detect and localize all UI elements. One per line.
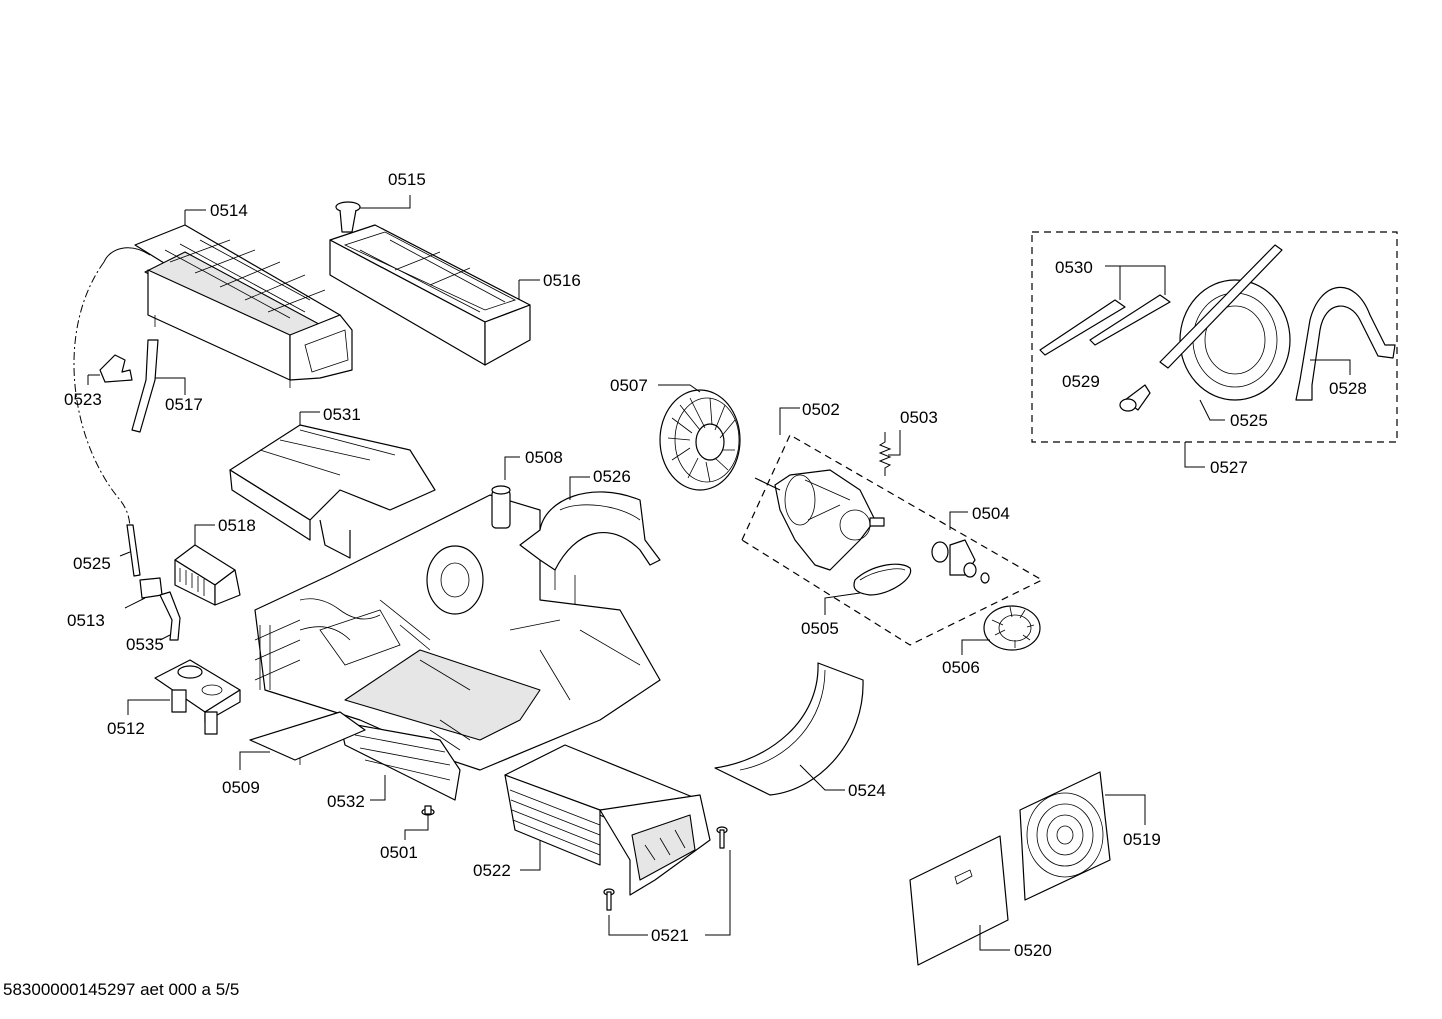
part-0523-hose-clip[interactable] [87,354,133,385]
part-0519-front-panel[interactable] [1019,771,1146,901]
label-0507: 0507 [610,376,648,395]
label-0512: 0512 [107,719,145,738]
label-0535: 0535 [126,635,164,654]
part-0509-cover-plate[interactable] [239,711,366,770]
label-0508: 0508 [525,448,563,467]
part-0517-hose[interactable] [131,339,186,433]
part-0506-blower-fan[interactable] [961,605,1041,655]
label-0514: 0514 [210,201,248,220]
part-0525-hose-coil[interactable] [1159,244,1291,421]
part-0535-hose-piece[interactable] [159,591,181,641]
part-0502-motor-assembly[interactable] [741,407,1044,646]
label-0522: 0522 [473,861,511,880]
label-0521: 0521 [651,926,689,945]
label-0530: 0530 [1055,258,1093,277]
part-0503-tension-spring[interactable] [878,430,901,476]
label-0509: 0509 [222,778,260,797]
part-0522-heat-exchanger[interactable] [504,744,711,896]
part-0521-screws[interactable] [603,826,731,936]
part-0514-filter-housing[interactable] [103,209,353,388]
label-0523: 0523 [64,390,102,409]
label-0515: 0515 [388,170,426,189]
label-0503: 0503 [900,408,938,427]
label-0506: 0506 [942,658,980,677]
part-0532-grille[interactable] [339,721,461,801]
part-0518-control-module[interactable] [174,524,241,606]
label-0529: 0529 [1062,372,1100,391]
label-0525-hose: 0525 [73,554,111,573]
part-0512-pump[interactable] [127,659,241,735]
part-0529-adapter[interactable] [1119,384,1151,412]
part-0508-capacitor[interactable] [491,456,520,529]
part-0507-fan-wheel[interactable] [658,384,741,491]
part-0504-tension-pulley[interactable] [931,511,990,584]
drawing-reference-footer: 58300000145297 aet 000 a 5/5 [3,980,240,999]
label-0513: 0513 [67,611,105,630]
label-0518: 0518 [218,516,256,535]
label-0505: 0505 [801,619,839,638]
label-0501: 0501 [380,843,418,862]
part-0516-condensate-container[interactable] [329,224,540,366]
part-0525-drain-hose[interactable] [73,261,141,577]
label-0502: 0502 [802,400,840,419]
label-0526: 0526 [593,467,631,486]
label-0531: 0531 [323,405,361,424]
label-0516: 0516 [543,271,581,290]
part-0526-duct-cover[interactable] [519,476,661,605]
part-number-labels: 0514 0515 0516 0523 0517 0531 0508 0526 … [64,170,1367,960]
label-0524: 0524 [848,781,886,800]
part-base-frame [254,494,661,771]
part-0515-drain-nozzle[interactable] [335,195,411,233]
label-0528: 0528 [1329,379,1367,398]
label-0532: 0532 [327,792,365,811]
part-0530-cable-ties[interactable] [1039,265,1171,356]
label-0527: 0527 [1210,458,1248,477]
part-0501-screw[interactable] [404,805,435,840]
label-0517: 0517 [165,395,203,414]
part-0524-curved-panel[interactable] [714,662,864,796]
part-0531-air-duct[interactable] [229,411,436,559]
part-0528-bracket[interactable] [1295,286,1396,401]
label-0504: 0504 [972,504,1010,523]
label-0525-kit: 0525 [1230,411,1268,430]
part-0505-drive-belt[interactable] [824,563,912,615]
part-0520-service-cover[interactable] [909,835,1010,966]
part-0527-accessory-kit[interactable] [1031,231,1398,468]
label-0519: 0519 [1123,830,1161,849]
part-0513-connector[interactable] [124,577,163,609]
label-0520: 0520 [1014,941,1052,960]
